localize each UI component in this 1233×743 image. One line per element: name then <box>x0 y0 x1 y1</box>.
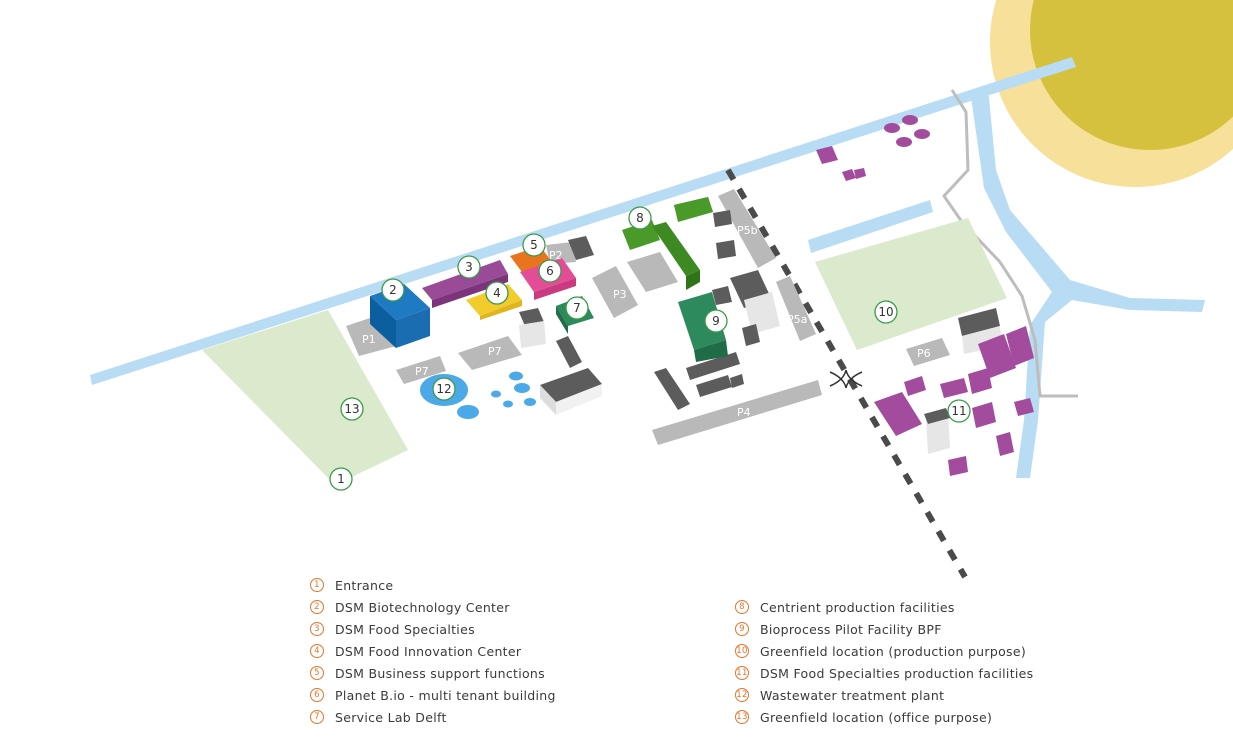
marker-3[interactable]: 3 <box>457 255 481 279</box>
tanks-northeast <box>816 115 930 181</box>
legend-label: DSM Business support functions <box>335 665 545 681</box>
svg-text:11: 11 <box>951 404 966 418</box>
building-8 <box>622 197 713 290</box>
parking-label-p7-b: P7 <box>415 365 429 378</box>
legend-item: 3 DSM Food Specialties <box>310 618 556 640</box>
legend-label: DSM Food Specialties production faciliti… <box>760 665 1034 681</box>
svg-text:4: 4 <box>493 286 501 300</box>
svg-text:7: 7 <box>573 301 581 315</box>
sun-inner <box>1030 0 1233 150</box>
legend-number: 9 <box>735 622 749 636</box>
legend-label: DSM Food Specialties <box>335 621 475 637</box>
svg-text:1: 1 <box>337 472 345 486</box>
legend-label: DSM Food Innovation Center <box>335 643 522 659</box>
legend-item: 8 Centrient production facilities <box>735 596 1033 618</box>
legend-label: Greenfield location (office purpose) <box>760 709 993 725</box>
building-3 <box>422 260 508 308</box>
svg-text:6: 6 <box>546 264 554 278</box>
marker-7[interactable]: 7 <box>565 296 589 320</box>
legend-item: 11 DSM Food Specialties production facili… <box>735 662 1033 684</box>
legend-right: 8 Centrient production facilities 9 Biopro… <box>735 596 1033 728</box>
legend-number: 8 <box>735 600 749 614</box>
legend-item: 5 DSM Business support functions <box>310 662 556 684</box>
legend-number: 3 <box>310 622 324 636</box>
legend-number: 10 <box>735 644 749 658</box>
marker-4[interactable]: 4 <box>485 281 509 305</box>
svg-text:5: 5 <box>530 238 538 252</box>
marker-6[interactable]: 6 <box>538 259 562 283</box>
legend-label: Wastewater treatment plant <box>760 687 945 703</box>
legend-item: 7 Service Lab Delft <box>310 706 556 728</box>
parking-label-p7: P7 <box>488 345 502 358</box>
parking-label-p6: P6 <box>917 347 931 360</box>
legend-number: 11 <box>735 666 749 680</box>
parking-label-p1: P1 <box>362 333 376 346</box>
svg-text:9: 9 <box>712 314 720 328</box>
marker-9[interactable]: 9 <box>704 309 728 333</box>
legend-number: 5 <box>310 666 324 680</box>
legend-label: Entrance <box>335 577 394 593</box>
legend-item: 9 Bioprocess Pilot Facility BPF <box>735 618 1033 640</box>
legend-item: 13 Greenfield location (office purpose) <box>735 706 1033 728</box>
building-9 <box>678 292 728 362</box>
legend-number: 6 <box>310 688 324 702</box>
svg-text:3: 3 <box>465 260 473 274</box>
building-11 <box>874 326 1034 476</box>
legend-label: Bioprocess Pilot Facility BPF <box>760 621 942 637</box>
legend-item: 4 DSM Food Innovation Center <box>310 640 556 662</box>
marker-1[interactable]: 1 <box>329 467 353 491</box>
legend-number: 4 <box>310 644 324 658</box>
svg-text:12: 12 <box>436 382 451 396</box>
parking-label-p5a: P5a <box>787 313 807 326</box>
legend-item: 12 Wastewater treatment plant <box>735 684 1033 706</box>
parking-lots <box>346 189 950 445</box>
legend-number: 12 <box>735 688 749 702</box>
legend-number: 1 <box>310 578 324 592</box>
legend-number: 2 <box>310 600 324 614</box>
legend-label: Service Lab Delft <box>335 709 447 725</box>
svg-text:10: 10 <box>878 305 893 319</box>
canal-east <box>970 88 1205 478</box>
parking-label-p5b: P5b <box>737 224 758 237</box>
marker-8[interactable]: 8 <box>628 206 652 230</box>
marker-2[interactable]: 2 <box>381 278 405 302</box>
generic-buildings <box>519 197 1002 454</box>
svg-text:8: 8 <box>636 211 644 225</box>
legend-item: 1 Entrance <box>310 574 556 596</box>
marker-12[interactable]: 12 <box>432 377 456 401</box>
legend-label: Greenfield location (production purpose) <box>760 643 1026 659</box>
marker-11[interactable]: 11 <box>947 399 971 423</box>
parking-label-p4: P4 <box>737 406 751 419</box>
legend-item: 6 Planet B.io - multi tenant building <box>310 684 556 706</box>
greenfield-office <box>202 310 408 485</box>
legend-item: 2 DSM Biotechnology Center <box>310 596 556 618</box>
parking-label-p2: P2 <box>549 249 563 262</box>
marker-10[interactable]: 10 <box>874 300 898 324</box>
road <box>942 89 1078 398</box>
svg-text:2: 2 <box>389 283 397 297</box>
legend-label: Planet B.io - multi tenant building <box>335 687 556 703</box>
legend-label: Centrient production facilities <box>760 599 955 615</box>
canal-branch <box>808 200 933 253</box>
legend-number: 13 <box>735 710 749 724</box>
marker-5[interactable]: 5 <box>522 233 546 257</box>
greenfield-production <box>815 218 1007 350</box>
legend-label: DSM Biotechnology Center <box>335 599 510 615</box>
railway-crossing <box>829 369 863 389</box>
parking-label-p3: P3 <box>613 288 627 301</box>
legend-number: 7 <box>310 710 324 724</box>
legend-item: 10 Greenfield location (production purpos… <box>735 640 1033 662</box>
canal-main <box>90 57 1076 385</box>
svg-text:13: 13 <box>344 402 359 416</box>
marker-13[interactable]: 13 <box>340 397 364 421</box>
